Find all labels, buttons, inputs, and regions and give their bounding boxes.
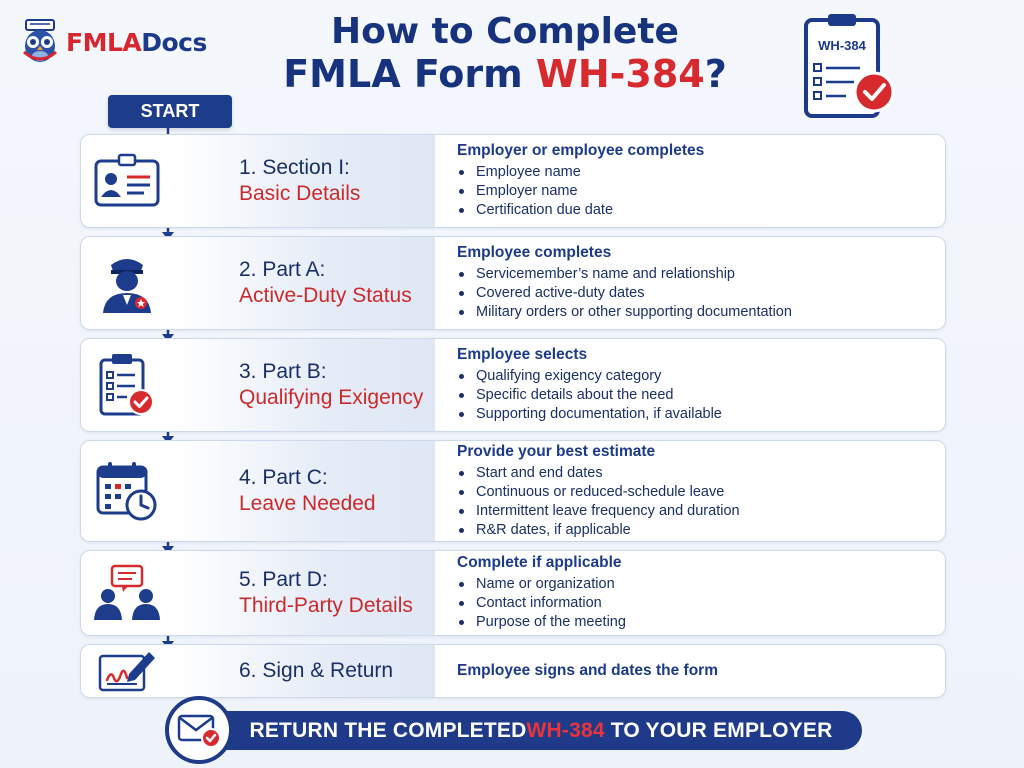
step-card-section-1: 1. Section I: Basic Details Employer or …: [80, 134, 946, 228]
list-item: Start and end dates: [457, 464, 945, 483]
brand-name-fmla: FMLA: [66, 27, 142, 57]
step-card-part-a: 2. Part A: Active-Duty Status Employee c…: [80, 236, 946, 330]
brand-name-docs: Docs: [141, 27, 207, 57]
step-title: 5. Part D:: [239, 567, 328, 591]
step-detail-heading: Employer or employee completes: [457, 142, 705, 159]
page-title: How to Complete FMLA Form WH-384?: [220, 12, 790, 95]
list-item: Purpose of the meeting: [457, 613, 945, 632]
step-subtitle: Leave Needed: [239, 492, 376, 515]
title-line-1: How to Complete: [331, 11, 679, 52]
signature-icon: [98, 652, 155, 692]
step-bullet-list: Start and end dates Continuous or reduce…: [457, 464, 945, 540]
list-item: Employee name: [457, 163, 945, 182]
servicemember-icon: [103, 259, 151, 313]
footer-text-prefix: RETURN THE COMPLETED: [249, 718, 527, 742]
step-bullet-list: Employee name Employer name Certificatio…: [457, 163, 945, 220]
step-card-part-c: 4. Part C: Leave Needed Provide your bes…: [80, 440, 946, 542]
step-detail-heading: Complete if applicable: [457, 554, 622, 571]
step-detail-heading: Employee signs and dates the form: [457, 662, 718, 679]
checklist-icon: [99, 354, 154, 416]
header-doc-label: WH-384: [818, 38, 866, 53]
list-item: Employer name: [457, 182, 945, 201]
list-item: Supporting documentation, if available: [457, 405, 945, 424]
list-item: R&R dates, if applicable: [457, 521, 945, 540]
list-item: Specific details about the need: [457, 386, 945, 405]
title-form-number: WH-384: [535, 51, 705, 96]
step-card-part-d: 5. Part D: Third-Party Details Complete …: [80, 550, 946, 636]
list-item: Continuous or reduced-schedule leave: [457, 483, 945, 502]
step-card-part-b: 3. Part B: Qualifying Exigency Employee …: [80, 338, 946, 432]
step-card-sign-return: 6. Sign & Return Employee signs and date…: [80, 644, 946, 698]
step-subtitle: Qualifying Exigency: [239, 386, 424, 409]
step-detail-heading: Employee completes: [457, 244, 612, 261]
step-bullet-list: Servicemember’s name and relationship Co…: [457, 265, 945, 322]
step-subtitle: Third-Party Details: [239, 594, 413, 617]
envelope-badge: [165, 696, 233, 764]
id-card-icon: [94, 153, 160, 207]
title-line-2-prefix: FMLA Form: [283, 51, 536, 96]
list-item: Contact information: [457, 594, 945, 613]
step-title: 2. Part A:: [239, 257, 326, 281]
step-detail-heading: Employee selects: [457, 346, 588, 363]
step-detail-heading: Provide your best estimate: [457, 442, 656, 460]
title-line-2: FMLA Form WH-384?: [220, 51, 790, 96]
calendar-clock-icon: [96, 462, 157, 521]
return-instruction-banner: RETURN THE COMPLETED WH-384 TO YOUR EMPL…: [190, 711, 862, 750]
step-subtitle: Active-Duty Status: [239, 284, 412, 307]
list-item: Intermittent leave frequency and duratio…: [457, 502, 945, 521]
envelope-check-icon: [177, 714, 221, 748]
footer-text-suffix: TO YOUR EMPLOYER: [610, 718, 833, 742]
list-item: Covered active-duty dates: [457, 284, 945, 303]
step-title: 3. Part B:: [239, 359, 327, 383]
list-item: Servicemember’s name and relationship: [457, 265, 945, 284]
step-bullet-list: Name or organization Contact information…: [457, 575, 945, 632]
step-subtitle: Basic Details: [239, 182, 361, 205]
list-item: Name or organization: [457, 575, 945, 594]
step-title: 6. Sign & Return: [239, 658, 394, 682]
title-line-2-suffix: ?: [704, 51, 727, 96]
step-title: 4. Part C:: [239, 465, 328, 489]
footer-form-number: WH-384: [526, 718, 605, 742]
list-item: Qualifying exigency category: [457, 367, 945, 386]
owl-mascot-icon: [23, 19, 57, 62]
list-item: Certification due date: [457, 201, 945, 220]
start-badge: START: [108, 95, 232, 128]
list-item: Military orders or other supporting docu…: [457, 303, 945, 322]
clipboard-form-icon: WH-384: [804, 14, 895, 118]
step-title: 1. Section I:: [239, 155, 350, 179]
brand-logo: FMLADocs: [20, 18, 207, 66]
people-meeting-icon: [94, 564, 160, 620]
step-bullet-list: Qualifying exigency category Specific de…: [457, 367, 945, 424]
